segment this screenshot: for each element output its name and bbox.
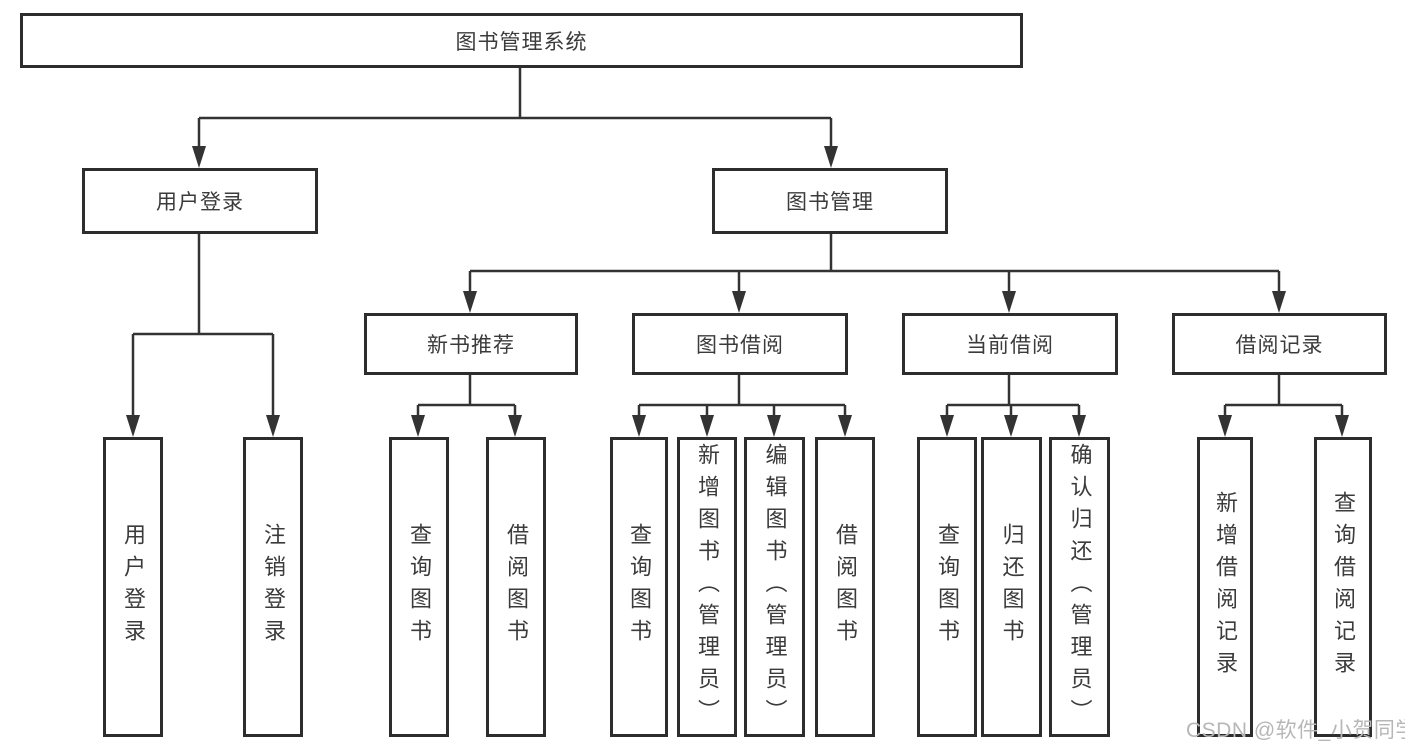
arrowhead [824,146,838,168]
node-label: 查询图书 [407,523,432,651]
leaf-add-borrow-record: 新增借阅记录 [1197,437,1253,737]
node-label: 用户登录 [156,191,244,214]
arrowhead [411,415,425,437]
arrowhead [1335,415,1349,437]
arrowhead [700,415,714,437]
arrowhead [266,415,280,437]
leaf-query-books-recommend: 查询图书 [389,437,449,737]
leaf-query-books-current: 查询图书 [917,437,977,737]
leaf-return-book: 归还图书 [981,437,1042,737]
node-label: 图书借阅 [696,334,784,357]
node-label: 新增借阅记录 [1213,491,1238,683]
arrowhead [1218,415,1232,437]
node-label: 编辑图书（管理员） [762,443,788,731]
node-label: 借阅记录 [1235,334,1324,357]
arrowhead [126,415,140,437]
arrowhead [1004,415,1018,437]
leaf-query-books-borrow: 查询图书 [610,437,668,737]
node-label: 借阅图书 [504,523,529,651]
node-label: 图书管理系统 [455,30,588,54]
node-label: 用户登录 [121,523,146,651]
leaf-add-book-admin: 新增图书（管理员） [677,437,737,737]
node-label: 查询借阅记录 [1331,491,1356,683]
node-label: 查询图书 [935,523,960,651]
node-label: 查询图书 [627,523,652,651]
node-borrowing-records: 借阅记录 [1172,313,1387,375]
leaf-edit-book-admin: 编辑图书（管理员） [744,437,805,737]
leaf-logout: 注销登录 [243,437,303,737]
node-label: 归还图书 [999,523,1025,651]
arrowhead [632,415,646,437]
node-label: 注销登录 [261,523,286,651]
arrowhead [940,415,954,437]
node-label: 借阅图书 [833,523,858,651]
arrowhead [838,415,852,437]
node-root-system: 图书管理系统 [20,13,1023,68]
arrowhead [1272,291,1286,313]
arrowhead [1002,291,1016,313]
node-label: 图书管理 [786,191,874,214]
node-label: 新书推荐 [427,334,515,357]
leaf-query-borrow-record: 查询借阅记录 [1314,437,1372,737]
arrowhead [1072,415,1086,437]
watermark: CSDN @软件_小贺同学 [1186,719,1405,742]
arrowhead [192,146,206,168]
leaf-user-login: 用户登录 [103,437,163,737]
node-label: 当前借阅 [966,334,1054,357]
leaf-borrow-books: 借阅图书 [815,437,875,737]
arrowhead [508,415,522,437]
leaf-confirm-return-admin: 确认归还（管理员） [1049,437,1110,737]
node-book-borrowing: 图书借阅 [632,313,848,375]
arrowhead [463,291,477,313]
node-book-management-module: 图书管理 [712,168,948,234]
node-user-login-module: 用户登录 [82,168,318,234]
node-new-book-recommend: 新书推荐 [364,313,578,375]
node-label: 确认归还（管理员） [1067,443,1093,731]
leaf-borrow-books-recommend: 借阅图书 [486,437,546,737]
arrowhead [767,415,781,437]
node-current-borrowing: 当前借阅 [902,313,1118,375]
arrowhead [732,291,746,313]
node-label: 新增图书（管理员） [695,443,720,731]
